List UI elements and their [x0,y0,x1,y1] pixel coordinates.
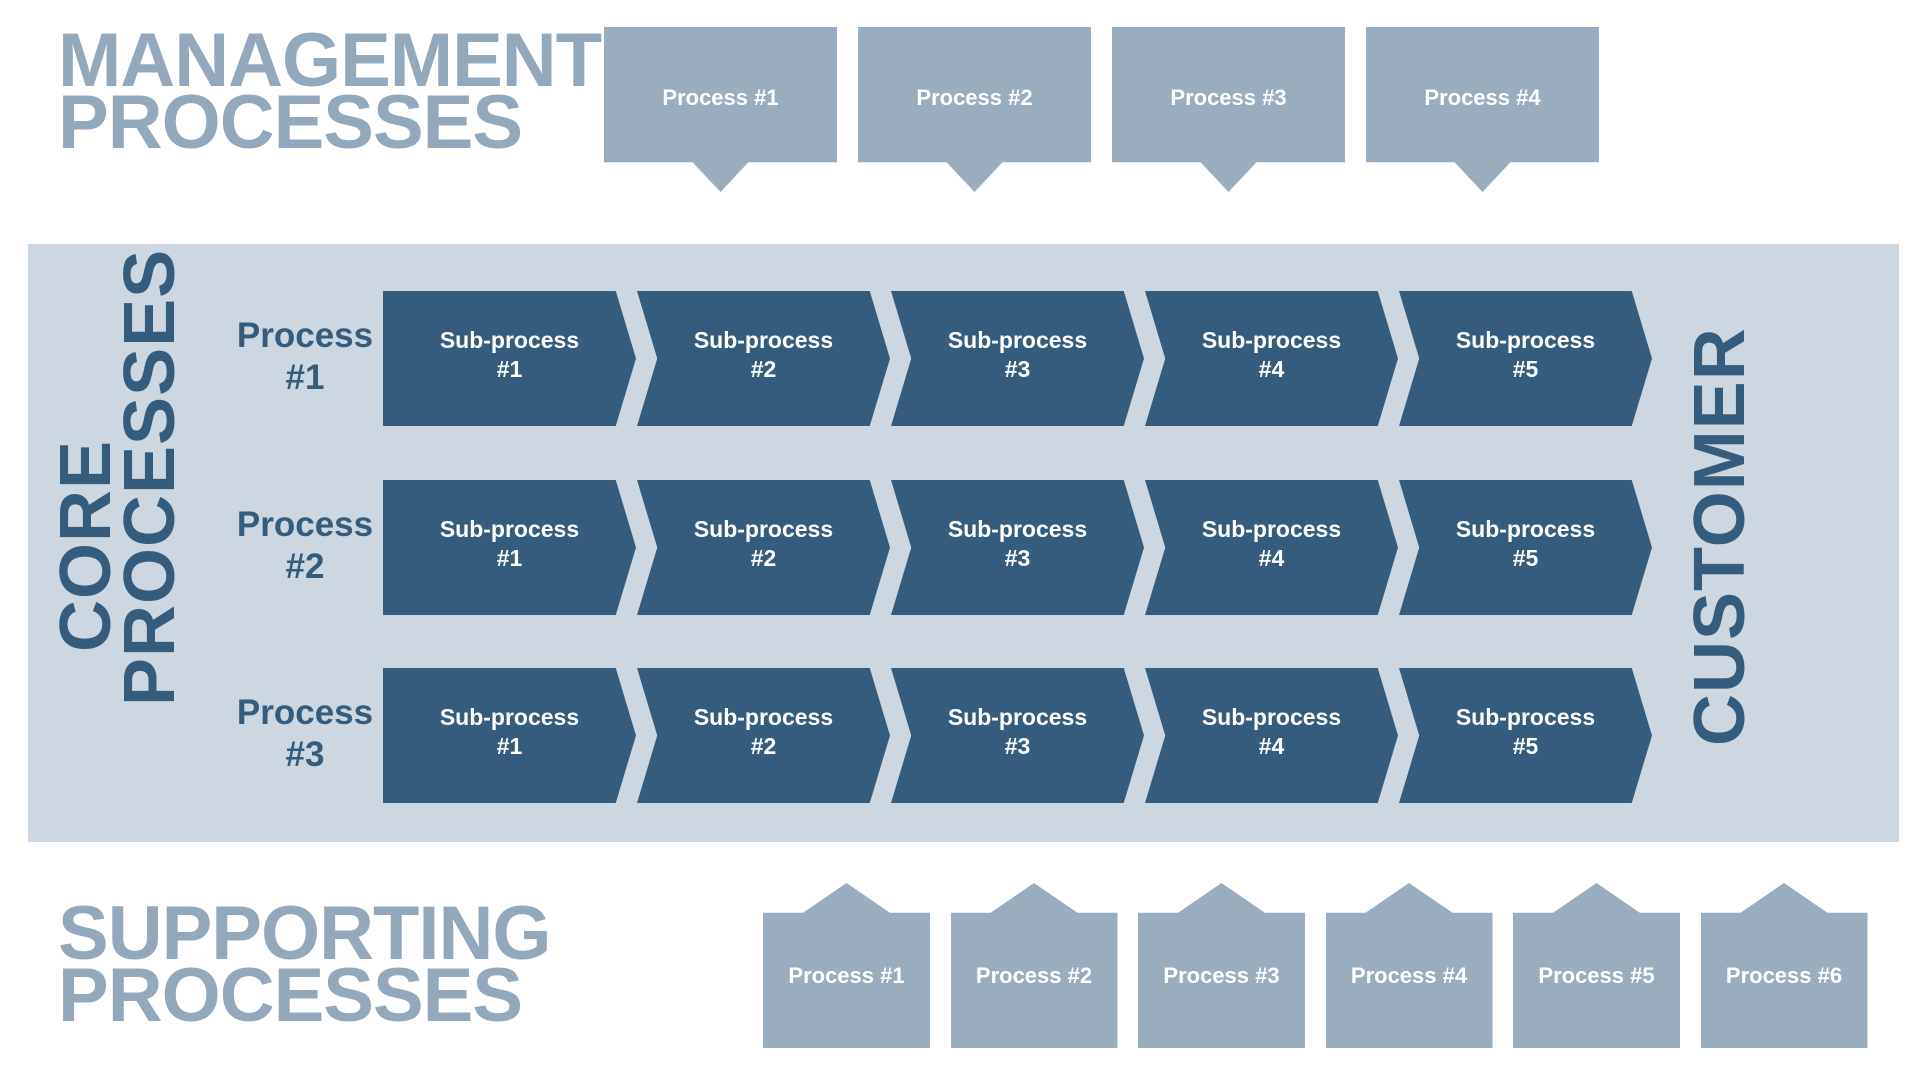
supporting-process-box: Process #4 [1325,883,1493,1048]
sub-process-chevron: Sub-process #3 [891,291,1144,426]
sub-process-label: Sub-process #5 [1419,515,1632,573]
sub-process-label-line2: #1 [496,545,523,571]
sub-process-label: Sub-process #1 [403,326,616,384]
sub-process-chevron: Sub-process #1 [383,668,636,803]
core-process-label-line1: Process [236,693,374,732]
sub-process-label-line1: Sub-process [947,516,1088,542]
sub-process-label-line1: Sub-process [439,516,580,542]
core-process-label-line1: Process [236,505,374,544]
sub-process-chevron: Sub-process #4 [1145,480,1398,615]
sub-process-chevron: Sub-process #5 [1399,480,1652,615]
sub-process-label-line1: Sub-process [439,327,580,353]
sub-process-chevron: Sub-process #1 [383,291,636,426]
management-process-label: Process #2 [916,85,1033,110]
sub-process-label: Sub-process #1 [403,515,616,573]
supporting-process-box: Process #3 [1138,883,1305,1048]
sub-process-label-line1: Sub-process [947,704,1088,730]
sub-process-label-line1: Sub-process [1455,516,1596,542]
sub-process-label: Sub-process #3 [911,515,1124,573]
core-process-label-line1: Process [236,316,374,355]
sub-process-label: Sub-process #4 [1165,703,1378,761]
sub-process-label-line1: Sub-process [693,704,834,730]
core-title-line1: CORE [46,439,126,653]
management-process-label: Process #3 [1170,85,1287,110]
sub-process-label: Sub-process #3 [911,703,1124,761]
core-process-label: Process#3 [225,692,385,776]
sub-process-label-line1: Sub-process [1455,704,1596,730]
sub-process-label-line2: #3 [1004,545,1031,571]
sub-process-label-line1: Sub-process [693,516,834,542]
management-process-label: Process #4 [1424,85,1541,110]
core-process-label-line2: #2 [285,547,325,586]
sub-process-chevron: Sub-process #3 [891,668,1144,803]
sub-process-label-line2: #4 [1258,545,1285,571]
sub-process-chevron: Sub-process #4 [1145,668,1398,803]
supporting-process-label: Process #5 [1538,963,1655,988]
supporting-process-label: Process #3 [1163,963,1280,988]
sub-process-label: Sub-process #2 [657,703,870,761]
sub-process-chevron: Sub-process #1 [383,480,636,615]
management-process-box: Process #4 [1366,27,1599,192]
sub-process-chevron: Sub-process #5 [1399,291,1652,426]
sub-process-label-line1: Sub-process [1201,704,1342,730]
sub-process-label-line1: Sub-process [947,327,1088,353]
sub-process-label-line2: #5 [1512,733,1539,759]
sub-process-chevron: Sub-process #5 [1399,668,1652,803]
sub-process-label: Sub-process #3 [911,326,1124,384]
sub-process-label-line2: #3 [1004,356,1031,382]
supporting-process-label: Process #6 [1725,963,1843,988]
sub-process-label-line2: #1 [496,356,523,382]
sub-process-label-line2: #2 [750,356,777,382]
sub-process-chevron: Sub-process #3 [891,480,1144,615]
management-title-line2: PROCESSES [58,80,523,165]
management-process-box: Process #2 [858,27,1091,192]
sub-process-label: Sub-process #2 [657,515,870,573]
sub-process-label-line2: #1 [496,733,523,759]
sub-process-label-line1: Sub-process [1455,327,1596,353]
supporting-process-box: Process #2 [950,883,1118,1048]
core-process-label-line2: #1 [285,358,325,397]
supporting-title-line2: PROCESSES [58,953,523,1038]
supporting-process-label: Process #4 [1350,963,1468,988]
management-process-label: Process #1 [662,85,779,110]
sub-process-label-line2: #4 [1258,356,1285,382]
supporting-title-line1: SUPPORTING [58,891,551,976]
core-process-label: Process#1 [225,315,385,399]
management-title-line1: MANAGEMENT [58,18,602,103]
sub-process-label: Sub-process #5 [1419,703,1632,761]
supporting-process-box: Process #1 [763,883,930,1048]
core-processes-title: CORE PROCESSES [46,248,190,706]
sub-process-chevron: Sub-process #2 [637,480,890,615]
sub-process-label-line1: Sub-process [1201,516,1342,542]
sub-process-label: Sub-process #1 [403,703,616,761]
sub-process-label-line2: #4 [1258,733,1285,759]
sub-process-label-line2: #2 [750,545,777,571]
sub-process-label-line2: #3 [1004,733,1031,759]
core-process-label-line2: #3 [285,735,325,774]
supporting-process-label: Process #1 [788,963,905,988]
management-process-box: Process #3 [1112,27,1345,192]
sub-process-label: Sub-process #4 [1165,515,1378,573]
supporting-process-box: Process #5 [1513,883,1680,1048]
sub-process-label-line2: #2 [750,733,777,759]
sub-process-label: Sub-process #4 [1165,326,1378,384]
management-process-box: Process #1 [604,27,837,192]
sub-process-chevron: Sub-process #4 [1145,291,1398,426]
sub-process-label-line1: Sub-process [693,327,834,353]
sub-process-label: Sub-process #2 [657,326,870,384]
sub-process-label-line2: #5 [1512,356,1539,382]
customer-label: CUSTOMER [1680,327,1760,746]
sub-process-chevron: Sub-process #2 [637,668,890,803]
sub-process-label-line1: Sub-process [1201,327,1342,353]
supporting-processes-title: SUPPORTING PROCESSES [58,891,551,1038]
core-title-line2: PROCESSES [110,248,190,706]
sub-process-chevron: Sub-process #2 [637,291,890,426]
supporting-process-label: Process #2 [975,963,1093,988]
supporting-process-box: Process #6 [1700,883,1868,1048]
sub-process-label-line2: #5 [1512,545,1539,571]
management-processes-title: MANAGEMENT PROCESSES [58,18,602,165]
core-process-label: Process#2 [225,504,385,588]
sub-process-label: Sub-process #5 [1419,326,1632,384]
sub-process-label-line1: Sub-process [439,704,580,730]
